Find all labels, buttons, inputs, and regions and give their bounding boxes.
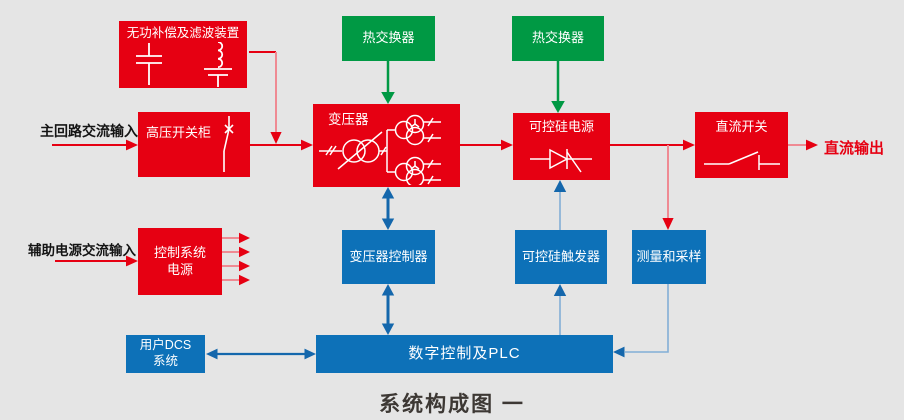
block-transformer-controller: 变压器控制器 — [342, 230, 435, 284]
thyristor-icon — [530, 148, 592, 173]
arrow-controller-plc — [381, 284, 395, 335]
arrow-dcs-plc — [206, 348, 316, 360]
circuit-breaker-icon — [223, 116, 234, 172]
label-main-ac-input: 主回路交流输入 — [40, 123, 138, 139]
transformer-icon — [319, 114, 441, 185]
block-plc: 数字控制及PLC — [316, 335, 613, 373]
block-control-power-label: 控制系统 电源 — [153, 244, 206, 277]
arrow-compensation-branch — [249, 51, 282, 144]
block-heat-exchanger-2: 热交换器 — [512, 16, 604, 61]
arrow-hv-to-transformer — [250, 139, 313, 151]
block-scr-trigger: 可控硅触发器 — [515, 230, 607, 284]
block-control-power: 控制系统 电源 — [138, 228, 222, 295]
block-hv-switchgear-label: 高压开关柜 — [146, 125, 212, 140]
arrow-transformer-to-scr — [460, 139, 513, 151]
block-transformer-controller-label: 变压器控制器 — [349, 248, 428, 264]
dc-switch-icon — [704, 151, 780, 170]
arrow-scr-to-dc-switch — [610, 139, 695, 151]
arrow-main-ac-input — [52, 139, 138, 151]
block-transformer: 变压器 — [313, 104, 460, 187]
block-transformer-label: 变压器 — [328, 112, 369, 127]
block-dc-switch: 直流开关 — [695, 112, 788, 178]
block-hv-switchgear: 高压开关柜 — [138, 112, 250, 177]
diagram-title: 系统构成图 一 — [379, 393, 525, 416]
block-measurement-label: 测量和采样 — [636, 248, 702, 264]
block-scr-power: 可控硅电源 — [513, 113, 610, 180]
block-scr-trigger-label: 可控硅触发器 — [521, 248, 600, 264]
arrow-aux-ac-input — [55, 255, 138, 267]
block-scr-power-label: 可控硅电源 — [528, 119, 594, 134]
block-heat-exchanger-2-label: 热交换器 — [531, 30, 584, 46]
block-dc-switch-label: 直流开关 — [715, 119, 768, 134]
arrow-transformer-controller — [381, 187, 395, 230]
block-measurement: 测量和采样 — [632, 230, 706, 284]
arrow-heat-exchanger-1 — [381, 61, 395, 104]
arrow-dc-output — [788, 139, 818, 151]
arrows-control-power-outputs — [222, 232, 250, 286]
block-dcs-label: 用户DCS 系统 — [139, 338, 192, 368]
arrow-plc-to-trigger — [553, 284, 567, 335]
block-compensation-label: 无功补偿及滤波装置 — [126, 26, 240, 40]
block-heat-exchanger-1-label: 热交换器 — [362, 30, 415, 46]
arrow-heat-exchanger-2 — [551, 61, 565, 113]
block-plc-label: 数字控制及PLC — [408, 345, 521, 363]
inductor-capacitor-icon — [204, 42, 232, 87]
block-dcs: 用户DCS 系统 — [126, 335, 205, 373]
arrow-bus-to-measurement — [662, 145, 674, 230]
label-dc-output: 直流输出 — [824, 140, 885, 157]
capacitor-icon — [136, 42, 232, 87]
block-heat-exchanger-1: 热交换器 — [342, 16, 435, 61]
arrow-measurement-to-plc — [613, 284, 669, 358]
arrow-trigger-to-scr — [553, 180, 567, 230]
label-aux-ac-input: 辅助电源交流输入 — [28, 243, 136, 258]
block-compensation: 无功补偿及滤波装置 — [119, 21, 247, 88]
